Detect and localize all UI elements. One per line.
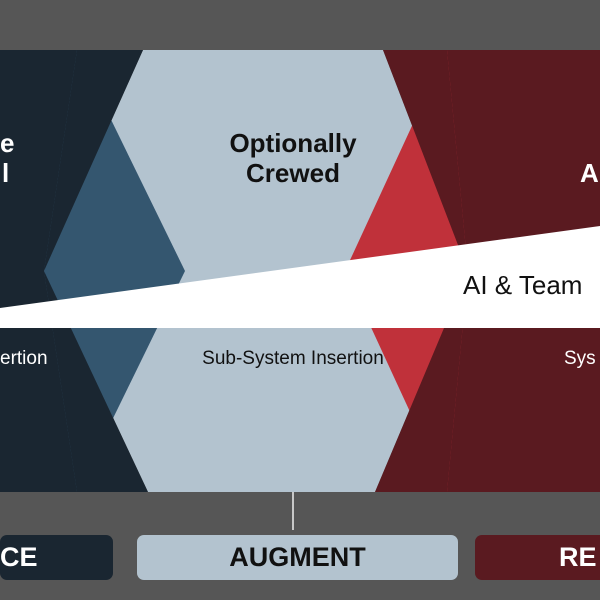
center-hex-title-line1: Optionally [229, 128, 357, 158]
center-hex-title-line2: Crewed [246, 158, 340, 188]
right-category-button[interactable]: RE [475, 535, 600, 580]
augment-button[interactable]: AUGMENT [137, 535, 458, 580]
left-hex-title-line1: e [0, 128, 15, 158]
right-hex-subtitle: Sys [564, 348, 596, 369]
left-category-label: CE [0, 542, 38, 572]
left-category-button[interactable]: CE [0, 535, 113, 580]
band-label: AI & Team [463, 270, 583, 300]
white-band [0, 226, 600, 328]
left-overlap-clip-fix [44, 50, 143, 271]
augment-label: AUGMENT [229, 542, 366, 572]
center-hex-subtitle: Sub-System Insertion [202, 348, 384, 369]
right-hex-title: A [580, 158, 599, 188]
left-hex-title-line2: l [2, 158, 10, 188]
left-hex-subtitle: ertion [0, 348, 48, 369]
right-overlap-clip-fix [383, 50, 468, 271]
center-hexagon [44, 50, 468, 492]
right-category-label: RE [559, 542, 597, 572]
